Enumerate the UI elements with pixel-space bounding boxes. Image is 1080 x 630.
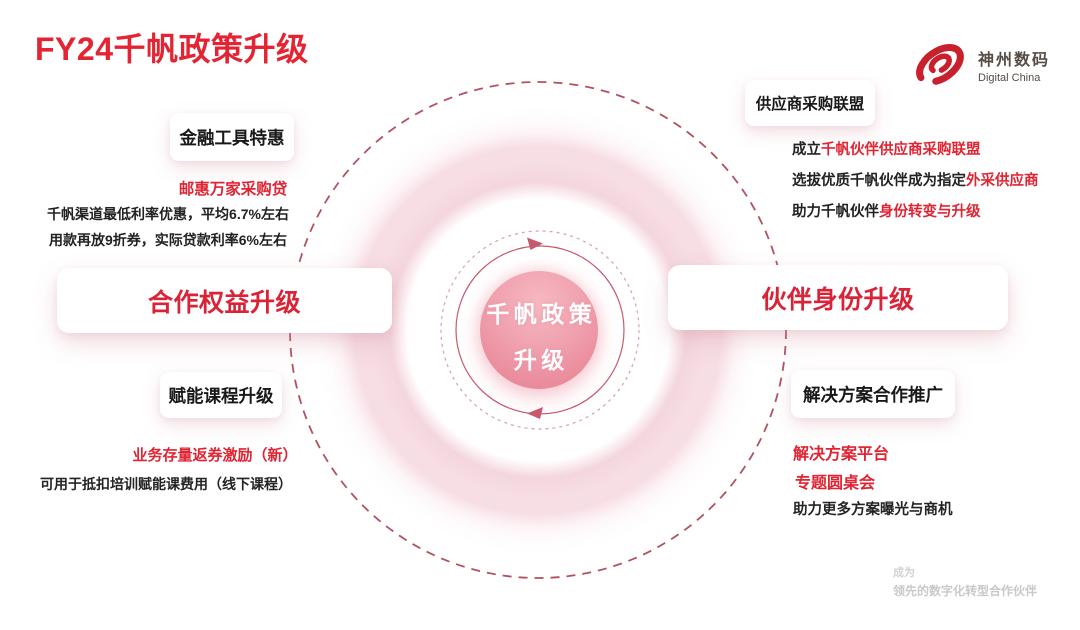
alliance-line-3-black: 助力千帆伙伴 bbox=[792, 204, 879, 220]
course-upgrade-box: 赋能课程升级 bbox=[160, 372, 282, 418]
solution-line: 助力更多方案曝光与商机 bbox=[793, 502, 953, 518]
logo-name-cn: 神州数码 bbox=[978, 52, 1051, 69]
logo: 神州数码 Digital China bbox=[908, 38, 1050, 92]
inner-dashed-circle bbox=[440, 230, 640, 430]
footer-line-2: 领先的数字化转型合作伙伴 bbox=[892, 584, 1037, 598]
supplier-alliance-box: 供应商采购联盟 bbox=[745, 80, 875, 126]
finance-subtitle: 邮惠万家采购贷 bbox=[178, 181, 288, 198]
center-ball-line2: 升级 bbox=[513, 346, 569, 373]
finance-tools-box: 金融工具特惠 bbox=[170, 113, 294, 161]
footer-watermark: 成为 领先的数字化转型合作伙伴 bbox=[893, 564, 1037, 599]
alliance-line-3-red: 身份转变与升级 bbox=[879, 204, 981, 220]
alliance-line-1-black: 成立 bbox=[792, 142, 821, 158]
arrow-bottom-icon bbox=[527, 407, 543, 419]
finance-line-1: 千帆渠道最低利率优惠，平均6.7%左右 bbox=[47, 206, 289, 222]
footer-line-1: 成为 bbox=[892, 567, 915, 579]
finance-line-2: 用款再放9折券，实际贷款利率6%左右 bbox=[48, 232, 288, 248]
cooperation-rights-box: 合作权益升级 bbox=[57, 268, 392, 333]
arrow-top-icon bbox=[527, 237, 543, 250]
course-line: 可用于抵扣培训赋能课费用（线下课程） bbox=[40, 476, 292, 492]
partner-identity-box: 伙伴身份升级 bbox=[668, 265, 1008, 330]
course-subtitle: 业务存量返券激励（新） bbox=[132, 447, 298, 464]
alliance-line-2-black: 选拔优质千帆伙伴成为指定 bbox=[792, 173, 966, 189]
logo-name-en: Digital China bbox=[978, 72, 1041, 84]
alliance-line-2: 选拔优质千帆伙伴成为指定外采供应商 bbox=[792, 173, 1039, 190]
alliance-line-3: 助力千帆伙伴身份转变与升级 bbox=[792, 204, 981, 221]
center-ball: 千帆政策 升级 bbox=[480, 271, 598, 389]
digital-china-swirl-icon bbox=[916, 44, 964, 85]
alliance-line-1: 成立千帆伙伴供应商采购联盟 bbox=[792, 142, 981, 159]
page-title: FY24千帆政策升级 bbox=[35, 31, 309, 67]
outer-dashed-circle bbox=[289, 81, 787, 579]
solution-red-line-2: 专题圆桌会 bbox=[795, 475, 876, 492]
solution-promo-box: 解决方案合作推广 bbox=[791, 370, 955, 418]
alliance-line-2-red: 外采供应商 bbox=[966, 173, 1039, 189]
alliance-line-1-red: 千帆伙伴供应商采购联盟 bbox=[821, 142, 981, 158]
circle-diagram bbox=[289, 81, 787, 579]
solution-red-line-1: 解决方案平台 bbox=[793, 446, 890, 463]
center-ball-line1: 千帆政策 bbox=[486, 300, 597, 327]
